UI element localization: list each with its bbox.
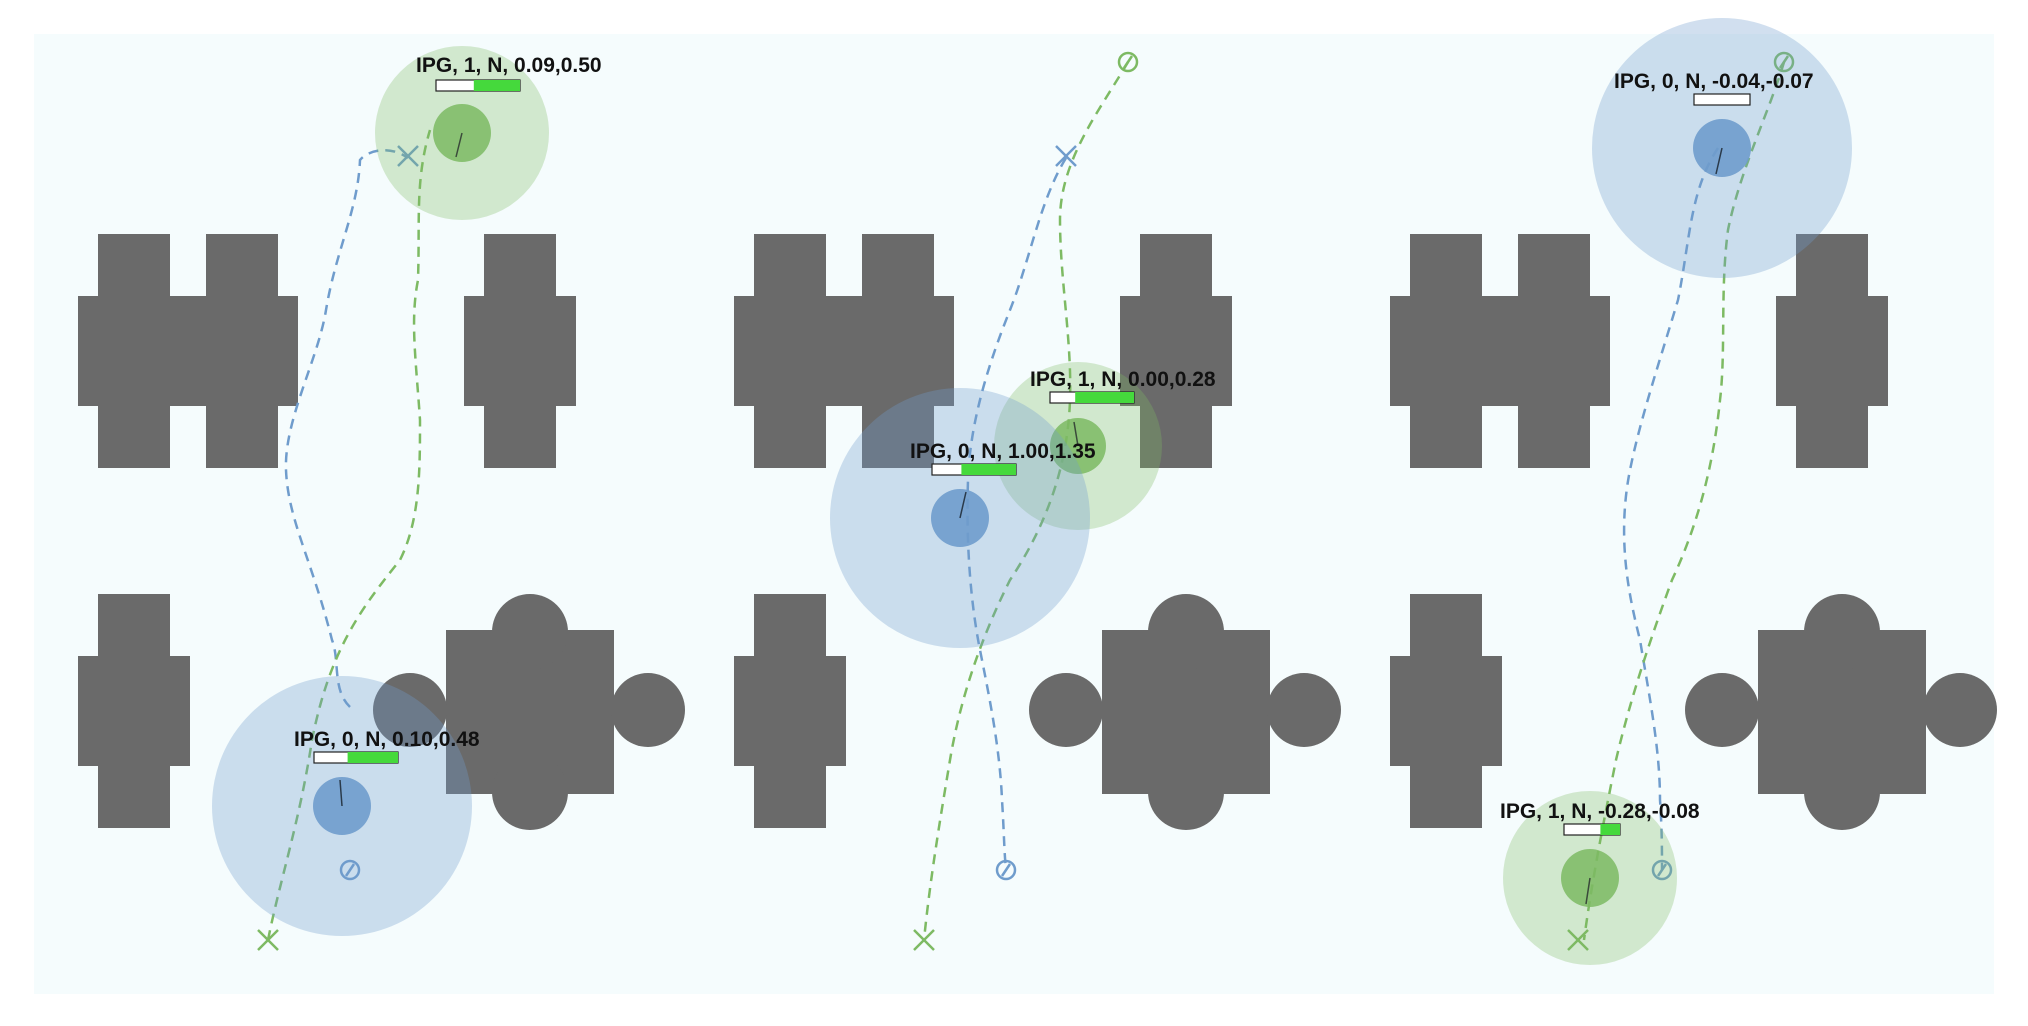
agent-0: IPG, 0, N, -0.04,-0.07 <box>1592 18 1852 278</box>
obstacle-block <box>1390 234 1502 468</box>
obstacle-block <box>1390 594 1502 828</box>
agent-0-heading <box>339 779 343 807</box>
circle-start-icon <box>1651 859 1673 881</box>
progress-bar-track <box>1693 93 1751 106</box>
agent-label: IPG, 0, N, 1.00,1.35 <box>910 440 1096 463</box>
obstacle-cross <box>1029 594 1341 830</box>
agent-label: IPG, 0, N, 0.10,0.48 <box>294 728 480 751</box>
circle-start-icon <box>339 859 361 881</box>
progress-bar-fill <box>961 464 1016 475</box>
circle-start-icon <box>1773 51 1795 73</box>
circle-start-icon <box>995 859 1017 881</box>
agent-1: IPG, 1, N, -0.28,-0.08 <box>1500 791 1700 965</box>
progress-bar-fill <box>347 752 398 763</box>
panel-2: IPG, 1, N, 0.00,0.28 IPG, 0, N, 1.00,1.3… <box>734 51 1341 951</box>
obstacle-cross <box>1685 594 1997 830</box>
agent-0-path <box>284 149 409 708</box>
progress-bar-fill <box>1600 824 1620 835</box>
obstacles <box>1390 234 1997 830</box>
obstacles <box>734 234 1341 830</box>
x-goal-icon <box>397 145 419 167</box>
circle-start-icon <box>1117 51 1139 73</box>
agent-1: IPG, 1, N, 0.00,0.28 <box>994 362 1216 530</box>
obstacle-block <box>78 594 190 828</box>
agent-label: IPG, 1, N, -0.28,-0.08 <box>1500 800 1700 823</box>
agent-1: IPG, 1, N, 0.09,0.50 <box>375 46 602 220</box>
agent-1-path <box>1582 61 1786 941</box>
obstacle-block <box>734 594 846 828</box>
panel-1: IPG, 1, N, 0.09,0.50 IPG, 0, N, 0.10,0.4… <box>78 46 685 951</box>
obstacle-block <box>1498 234 1610 468</box>
obstacle-block <box>464 234 576 468</box>
obstacle-cross <box>373 594 685 830</box>
obstacle-block <box>842 234 954 468</box>
agent-1-path <box>266 129 432 941</box>
obstacle-block <box>734 234 846 468</box>
agent-0-heading <box>959 491 967 519</box>
agent-label: IPG, 0, N, -0.04,-0.07 <box>1614 70 1814 93</box>
obstacles <box>78 234 685 830</box>
agent-0-path <box>1622 147 1720 871</box>
obstacle-block <box>1120 234 1232 468</box>
agent-0: IPG, 0, N, 1.00,1.35 <box>830 388 1096 648</box>
agent-0-heading <box>1715 147 1723 175</box>
progress-bar-fill <box>473 80 520 91</box>
progress-bar-fill <box>1075 392 1134 403</box>
obstacle-block <box>186 234 298 468</box>
obstacle-block <box>1776 234 1888 468</box>
agent-1-path <box>922 61 1130 941</box>
agent-label: IPG, 1, N, 0.09,0.50 <box>416 54 602 77</box>
agent-1-heading <box>1585 877 1591 905</box>
x-goal-icon <box>257 929 279 951</box>
agent-label: IPG, 1, N, 0.00,0.28 <box>1030 368 1216 391</box>
scene-background <box>34 34 1994 994</box>
panel-3: IPG, 0, N, -0.04,-0.07 IPG, 1, N, -0.28,… <box>1390 18 1997 965</box>
obstacle-block <box>78 234 190 468</box>
agent-1-heading <box>455 132 463 158</box>
agent-0: IPG, 0, N, 0.10,0.48 <box>212 676 480 936</box>
x-goal-icon <box>913 929 935 951</box>
x-goal-icon <box>1055 145 1077 167</box>
agent-1-heading <box>1073 421 1079 447</box>
x-goal-icon <box>1567 929 1589 951</box>
